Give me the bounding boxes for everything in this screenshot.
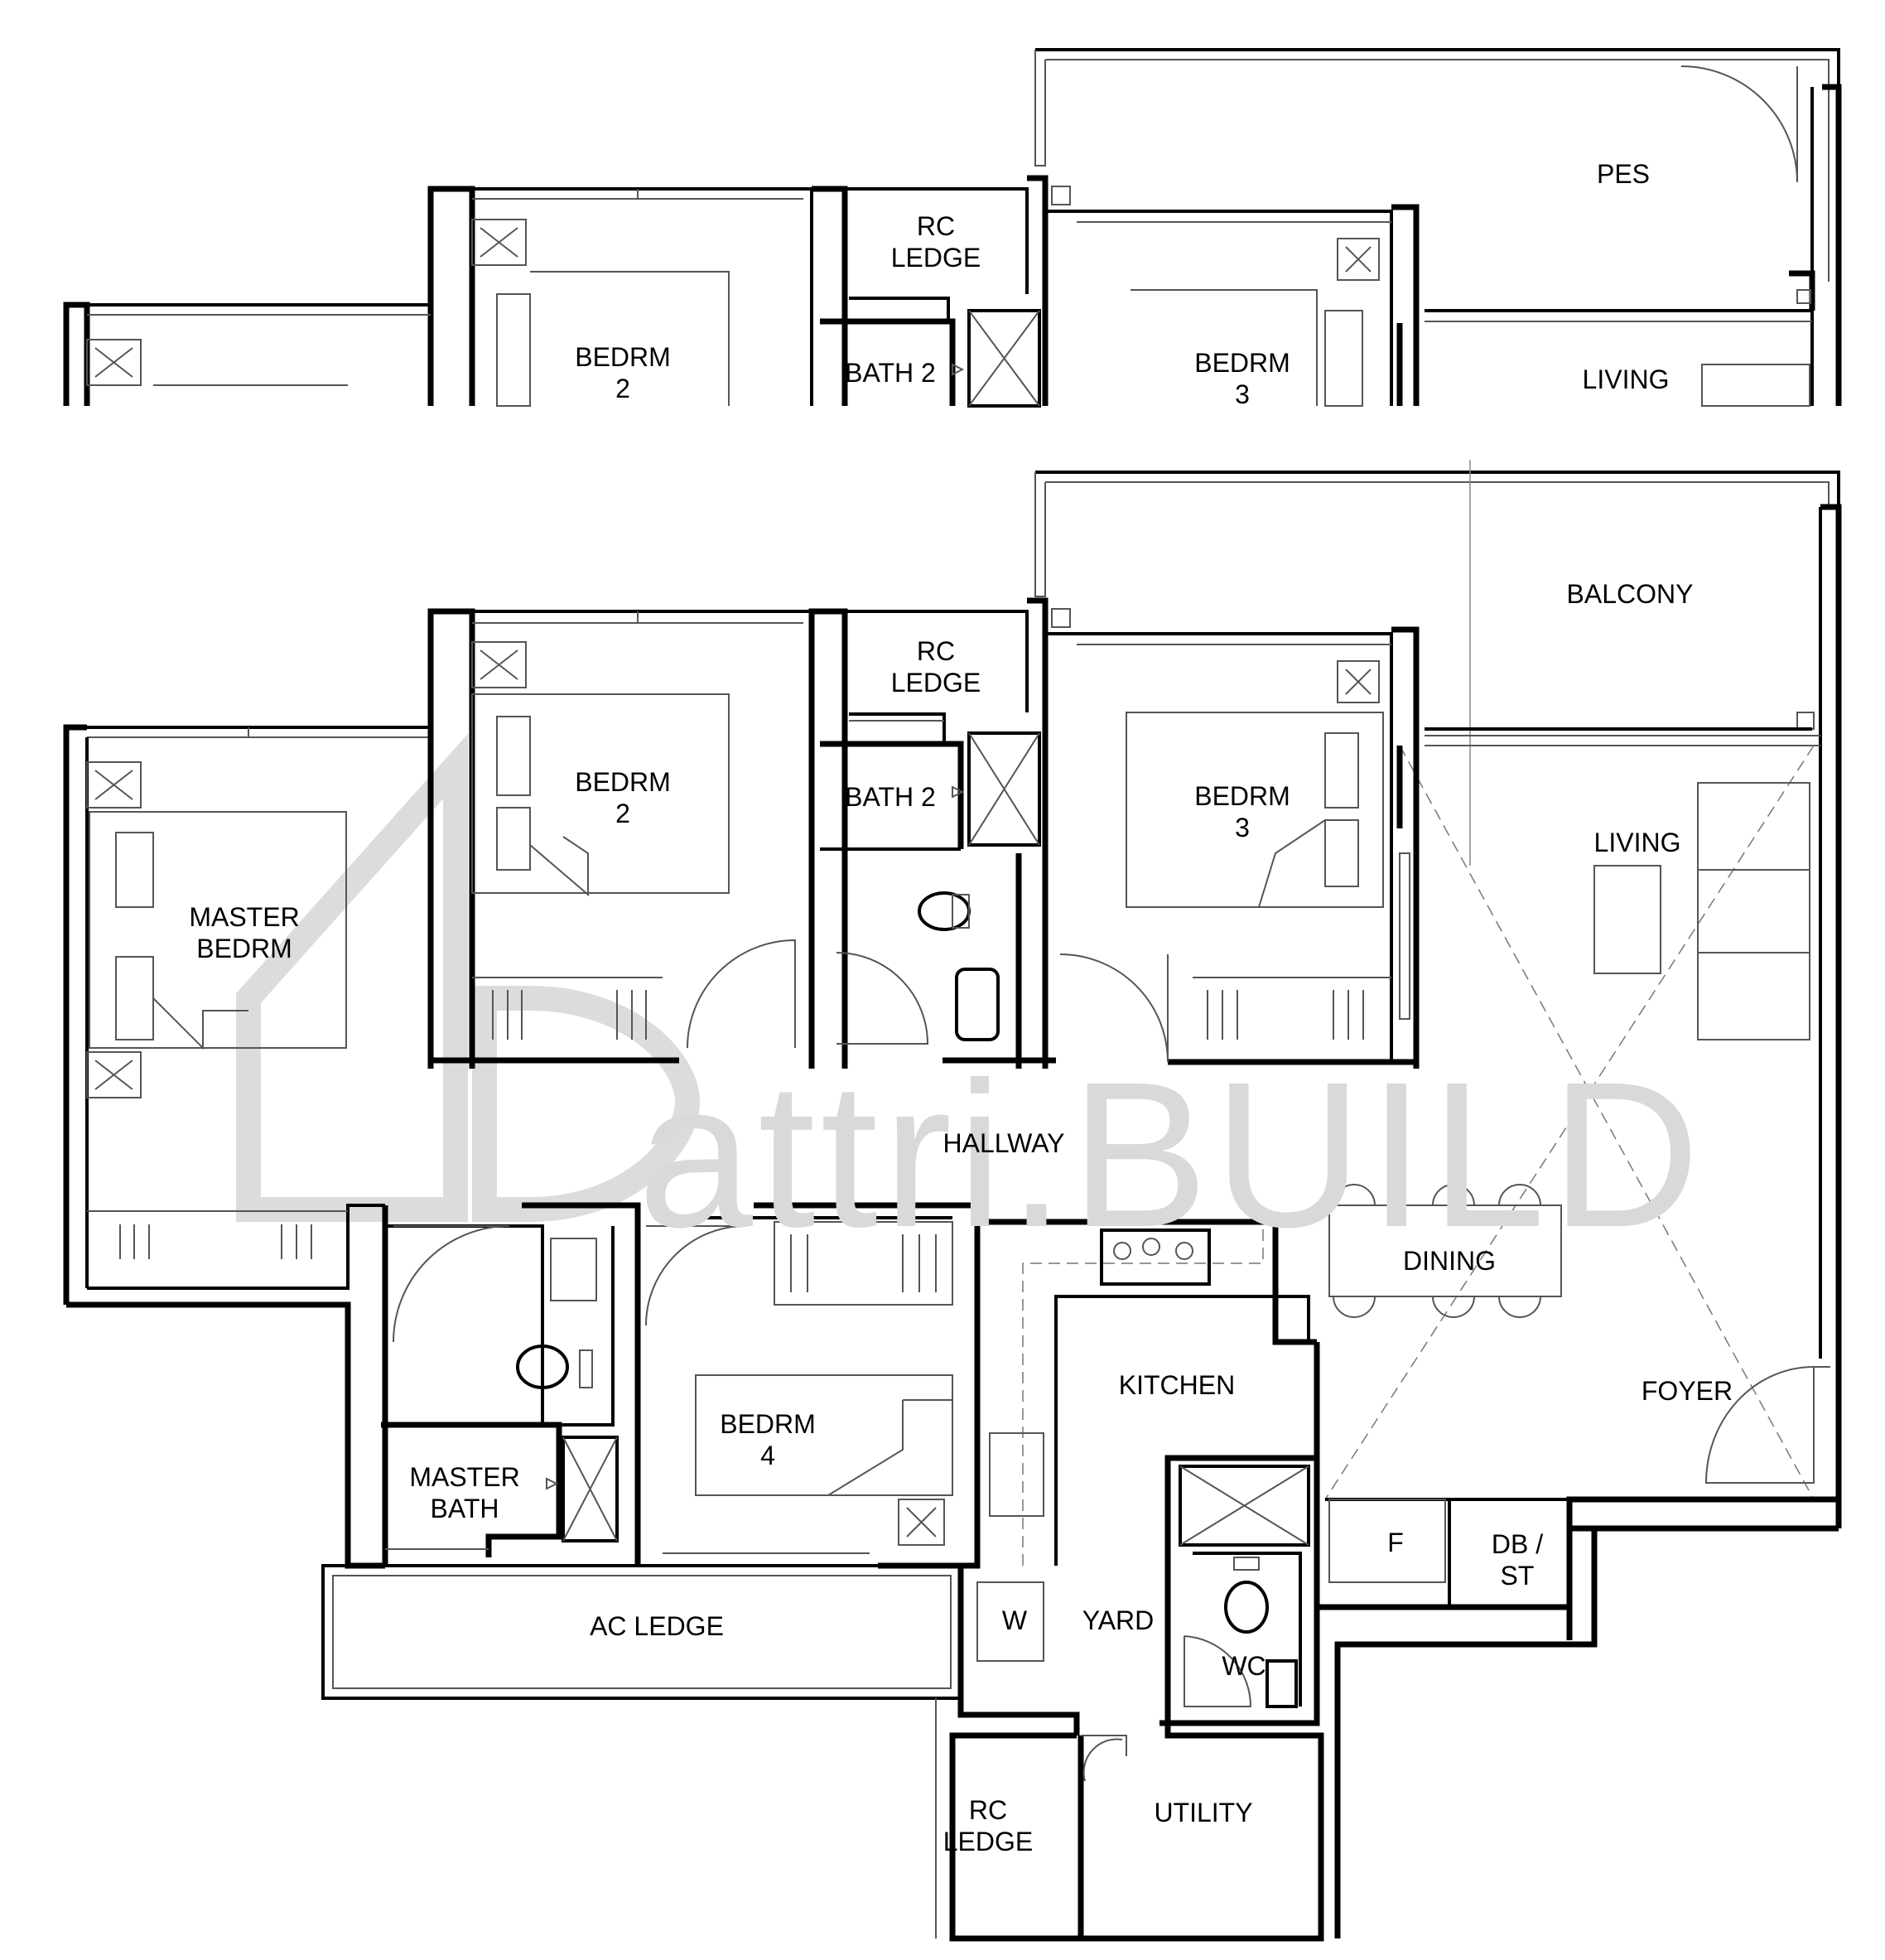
room-label-db-st: DB / ST [1491,1529,1544,1591]
room-label-utility: UTILITY [1154,1798,1253,1827]
room-label-master-bedrm: MASTER BEDRM [189,902,300,963]
room-label-balcony: BALCONY [1566,579,1694,609]
room-label-bedrm4: BEDRM 4 [720,1409,816,1470]
room-label-bedrm2: BEDRM 2 [575,342,671,403]
room-label-wc: WC [1222,1651,1266,1681]
room-label-hallway: HALLWAY [942,1128,1065,1158]
room-label-ac-ledge: AC LEDGE [590,1611,724,1641]
room-label-bath2: BATH 2 [845,782,936,812]
room-label-rc-ledge: RC LEDGE [890,211,981,273]
top-partial-plan [63,48,1842,408]
room-label-bedrm2: BEDRM 2 [575,767,671,828]
room-label-pes: PES [1596,159,1651,189]
room-label-kitchen: KITCHEN [1118,1370,1236,1400]
room-label-rc-ledge-top: RC LEDGE [890,636,981,698]
main-plan [63,460,1842,1942]
room-label-f: F [1387,1528,1404,1557]
room-label-master-bath: MASTER BATH [409,1462,520,1523]
room-label-bedrm3: BEDRM 3 [1194,348,1290,409]
room-label-living: LIVING [1593,828,1681,857]
room-label-foyer: FOYER [1641,1376,1733,1406]
room-label-bath2: BATH 2 [845,358,936,388]
room-label-dining: DINING [1403,1246,1496,1276]
room-label-bedrm3: BEDRM 3 [1194,781,1290,842]
room-label-living: LIVING [1582,364,1670,394]
watermark-logo [236,733,701,1222]
room-label-rc-ledge-bottom: RC LEDGE [942,1795,1034,1856]
room-label-w: W [1001,1605,1028,1635]
room-label-yard: YARD [1082,1605,1155,1635]
watermark-text: attri.BUILD [638,1039,1705,1270]
